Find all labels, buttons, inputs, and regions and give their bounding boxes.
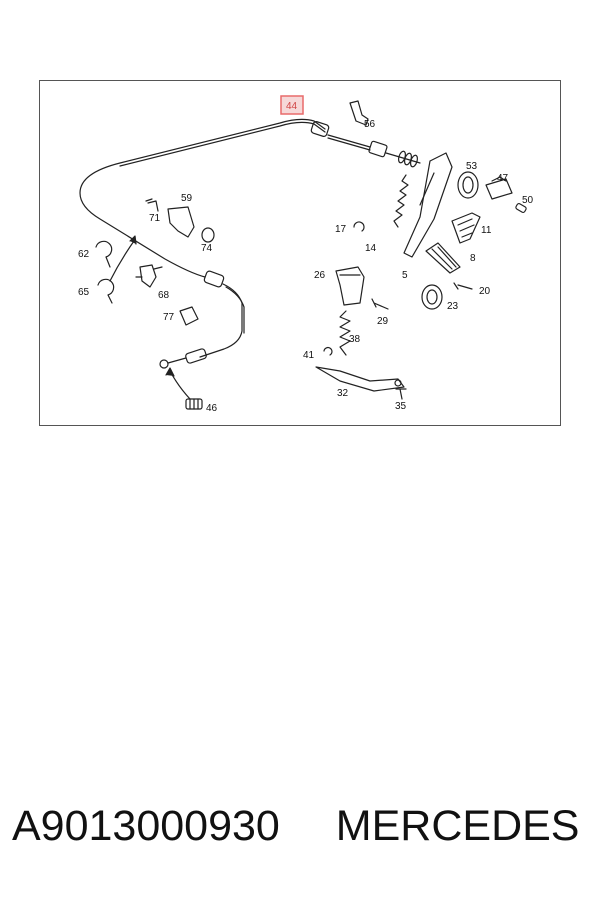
exploded-view-drawing: 44 56 53 47 50 59 71 74 17 14 11 8 62 65… <box>78 95 534 414</box>
callout-46[interactable]: 46 <box>206 403 218 414</box>
callout-68[interactable]: 68 <box>158 290 170 301</box>
callout-17[interactable]: 17 <box>335 224 347 235</box>
callout-29[interactable]: 29 <box>377 316 389 327</box>
callout-47[interactable]: 47 <box>497 173 509 184</box>
parts-diagram: 44 56 53 47 50 59 71 74 17 14 11 8 62 65… <box>39 80 561 426</box>
callout-5[interactable]: 5 <box>402 270 408 281</box>
callout-74[interactable]: 74 <box>201 243 213 254</box>
callout-35[interactable]: 35 <box>395 401 407 412</box>
callout-44[interactable]: 44 <box>286 101 298 112</box>
callout-38[interactable]: 38 <box>349 334 361 345</box>
callout-50[interactable]: 50 <box>522 195 534 206</box>
cable-44 <box>79 118 326 278</box>
callout-56[interactable]: 56 <box>364 119 376 130</box>
callout-20[interactable]: 20 <box>479 286 491 297</box>
callout-14[interactable]: 14 <box>365 243 377 254</box>
callout-11[interactable]: 11 <box>481 225 492 236</box>
callout-53[interactable]: 53 <box>466 161 478 172</box>
callout-77[interactable]: 77 <box>163 312 175 323</box>
callout-65[interactable]: 65 <box>78 287 90 298</box>
callout-23[interactable]: 23 <box>447 301 459 312</box>
callout-26[interactable]: 26 <box>314 270 326 281</box>
highlight-box <box>280 95 304 115</box>
callout-59[interactable]: 59 <box>181 193 193 204</box>
callout-62[interactable]: 62 <box>78 249 90 260</box>
callout-32[interactable]: 32 <box>337 388 349 399</box>
callout-8[interactable]: 8 <box>470 253 476 264</box>
callout-41[interactable]: 41 <box>303 350 315 361</box>
brand-name: MERCEDES <box>335 802 580 850</box>
product-caption: A9013000930 MERCEDES <box>12 802 592 862</box>
part-number: A9013000930 <box>12 802 280 850</box>
callout-71[interactable]: 71 <box>149 213 161 224</box>
